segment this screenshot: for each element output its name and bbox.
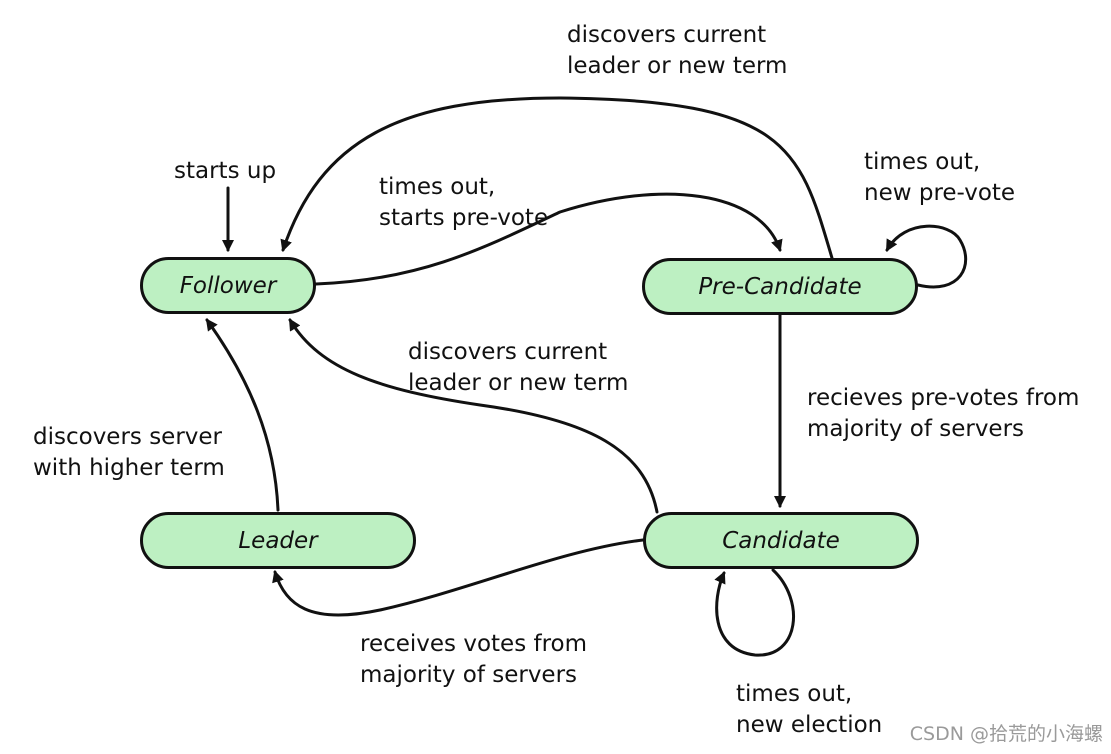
label-line: receives votes from [360, 631, 588, 657]
label-precandidate-to-follower: discovers current leader or new term [567, 20, 787, 82]
label-line: discovers current [567, 22, 767, 48]
state-candidate: Candidate [643, 512, 919, 569]
label-precandidate-to-candidate: recieves pre-votes from majority of serv… [807, 383, 1079, 445]
label-line: times out, [736, 681, 853, 707]
label-precandidate-self-loop: times out, new pre-vote [864, 147, 1015, 209]
label-line: recieves pre-votes from [807, 385, 1080, 411]
label-candidate-to-leader: receives votes from majority of servers [360, 629, 587, 691]
label-line: starts up [174, 158, 277, 184]
label-line: majority of servers [807, 416, 1025, 442]
state-follower: Follower [140, 257, 316, 314]
label-starts-up: starts up [174, 156, 276, 187]
watermark: CSDN @拾荒的小海螺 [909, 723, 1103, 745]
label-candidate-self-loop: times out, new election [736, 679, 882, 741]
label-line: leader or new term [567, 53, 788, 79]
label-candidate-to-follower: discovers current leader or new term [408, 337, 628, 399]
label-line: discovers current [408, 339, 608, 365]
label-line: times out, [379, 174, 496, 200]
label-follower-to-precandidate: times out, starts pre-vote [379, 172, 548, 234]
arrow-precandidate-self-loop [885, 224, 968, 289]
label-line: leader or new term [408, 370, 629, 396]
label-line: starts pre-vote [379, 205, 549, 231]
arrow-candidate-self-loop [714, 568, 795, 657]
arrow-candidate-to-leader [272, 538, 645, 617]
label-line: new election [736, 712, 883, 738]
state-pre-candidate: Pre-Candidate [642, 258, 918, 315]
label-line: with higher term [33, 455, 225, 481]
label-line: new pre-vote [864, 180, 1016, 206]
label-line: discovers server [33, 424, 223, 450]
state-leader: Leader [140, 512, 416, 569]
arrow-leader-to-follower [205, 318, 280, 512]
arrow-candidate-to-follower [288, 318, 659, 514]
arrow-precandidate-to-follower [280, 96, 834, 260]
label-leader-to-follower: discovers server with higher term [33, 422, 225, 484]
label-line: majority of servers [360, 662, 578, 688]
arrow-follower-to-precandidate [314, 192, 783, 286]
label-line: times out, [864, 149, 981, 175]
